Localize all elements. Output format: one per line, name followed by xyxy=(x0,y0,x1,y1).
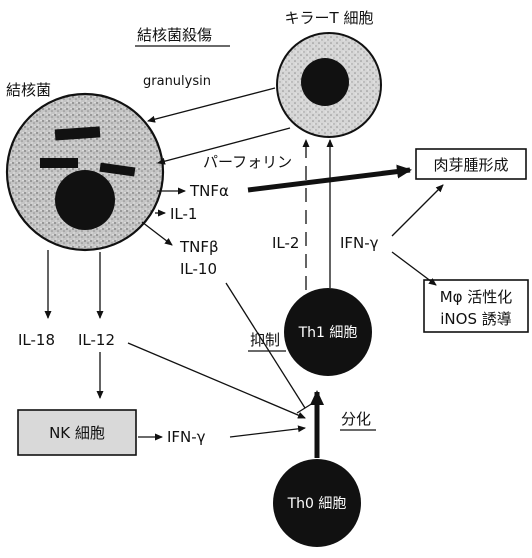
suppression-tbar xyxy=(297,403,313,413)
tuberculosis-nucleus xyxy=(55,170,115,230)
nk-cell-label: NK 細胞 xyxy=(49,424,105,442)
killer-t-cell xyxy=(277,33,381,137)
tnf-beta-label: TNFβ xyxy=(179,238,219,256)
il12-label: IL-12 xyxy=(78,331,115,349)
il18-label: IL-18 xyxy=(18,331,55,349)
inos-induction-label: iNOS 誘導 xyxy=(440,310,512,328)
th0-cell-label: Th0 細胞 xyxy=(287,496,347,512)
il12-to-th-arrow xyxy=(128,343,305,418)
mphi-activation-label: Mφ 活性化 xyxy=(440,288,513,306)
differentiation-label: 分化 xyxy=(341,410,371,428)
tnf-alpha-label: TNFα xyxy=(189,182,229,200)
tnf-beta-arrow xyxy=(142,222,172,245)
killer-t-label: キラーT 細胞 xyxy=(285,9,374,27)
tb-killing-label: 結核菌殺傷 xyxy=(137,26,212,44)
granuloma-thick-arrow xyxy=(248,170,410,190)
il10-label: IL-10 xyxy=(180,260,217,278)
ifn-bottom-to-th-arrow xyxy=(230,428,305,437)
il1-label: IL-1 xyxy=(170,205,197,223)
granulysin-arrow xyxy=(148,88,275,121)
suppression-label: 抑制 xyxy=(250,331,280,349)
granuloma-label: 肉芽腫形成 xyxy=(433,156,508,174)
bacillus-rod-2 xyxy=(40,158,78,168)
perforin-label: パーフォリン xyxy=(203,153,292,171)
ifn-to-granuloma-arrow xyxy=(392,185,443,236)
il2-label: IL-2 xyxy=(272,234,299,252)
ifn-gamma-top-label: IFN-γ xyxy=(340,234,379,252)
tuberculosis-cell xyxy=(7,94,163,250)
tuberculosis-label: 結核菌 xyxy=(6,81,51,99)
th1-cell-label: Th1 細胞 xyxy=(298,325,358,341)
granulysin-label: granulysin xyxy=(143,74,211,89)
ifn-gamma-bottom-label: IFN-γ xyxy=(167,428,206,446)
ifn-to-macrophage-arrow xyxy=(392,252,436,285)
